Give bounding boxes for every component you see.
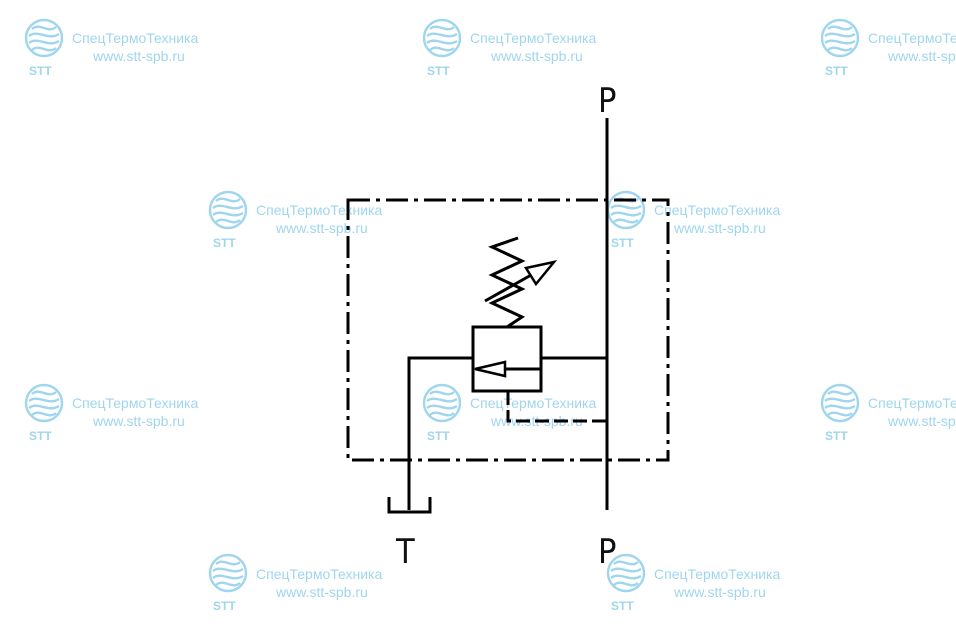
watermark-9: STT СпецТермоТехника www.stt-spb.ru [208, 553, 382, 613]
watermark-5: STT СпецТермоТехника www.stt-spb.ru [606, 190, 780, 250]
watermark-logo-text: STT [825, 429, 848, 443]
stt-logo-icon [820, 383, 860, 423]
stt-logo-icon [820, 18, 860, 58]
watermark-url: www.stt-spb.ru [887, 48, 956, 64]
watermark-url: www.stt-spb.ru [673, 220, 766, 236]
watermark-10: STT СпецТермоТехника www.stt-spb.ru [606, 553, 780, 613]
watermark-name: СпецТермоТехника [868, 30, 956, 46]
watermark-logo-text: STT [427, 64, 450, 78]
watermark-name: СпецТермоТехника [72, 30, 198, 46]
stt-logo-icon [24, 18, 64, 58]
watermark-url: www.stt-spb.ru [490, 48, 583, 64]
port-label-p-bottom: P [598, 532, 616, 572]
watermark-6: STT СпецТермоТехника www.stt-spb.ru [24, 383, 198, 443]
watermark-url: www.stt-spb.ru [673, 584, 766, 600]
watermark-url: www.stt-spb.ru [275, 584, 368, 600]
watermark-url: www.stt-spb.ru [887, 413, 956, 429]
watermark-name: СпецТермоТехника [654, 566, 780, 582]
watermark-logo-text: STT [825, 64, 848, 78]
port-label-p-top: P [598, 81, 616, 121]
stt-logo-icon [24, 383, 64, 423]
stt-logo-icon [606, 190, 646, 230]
watermark-name: СпецТермоТехника [470, 30, 596, 46]
watermark-3: STT СпецТермоТехника www.stt-spb.ru [820, 18, 956, 78]
watermark-logo-text: STT [611, 599, 634, 613]
pilot-line [506, 391, 607, 423]
watermark-name: СпецТермоТехника [868, 395, 956, 411]
watermark-name: СпецТермоТехника [654, 202, 780, 218]
stt-logo-icon [208, 553, 248, 593]
watermark-4: STT СпецТермоТехника www.stt-spb.ru [208, 190, 382, 250]
watermark-logo-text: STT [611, 236, 634, 250]
valve-enclosure-boundary [346, 198, 670, 462]
spring-icon [488, 236, 526, 329]
adjustment-arrow-icon [523, 260, 558, 287]
watermark-2: STT СпецТермоТехника www.stt-spb.ru [422, 18, 596, 78]
stt-logo-icon [422, 383, 462, 423]
tank-return-line [407, 356, 473, 510]
port-label-t: T [395, 532, 415, 572]
flow-arrow-icon [474, 360, 507, 378]
watermark-8: STT СпецТермоТехника www.stt-spb.ru [820, 383, 956, 443]
watermark-1: STT СпецТермоТехника www.stt-spb.ru [24, 18, 198, 78]
watermark-logo-text: STT [213, 236, 236, 250]
watermark-url: www.stt-spb.ru [92, 48, 185, 64]
watermark-name: СпецТермоТехника [72, 395, 198, 411]
tank-icon [387, 497, 432, 514]
watermark-name: СпецТермоТехника [256, 566, 382, 582]
valve-body [471, 325, 543, 393]
watermark-logo-text: STT [29, 64, 52, 78]
watermark-logo-text: STT [427, 429, 450, 443]
watermark-name: СпецТермоТехника [256, 202, 382, 218]
watermark-7: STT СпецТермоТехника www.stt-spb.ru [422, 383, 596, 443]
watermark-url: www.stt-spb.ru [275, 220, 368, 236]
watermark-logo-text: STT [213, 599, 236, 613]
watermark-logo-text: STT [29, 429, 52, 443]
watermark-url: www.stt-spb.ru [92, 413, 185, 429]
stt-logo-icon [208, 190, 248, 230]
stt-logo-icon [422, 18, 462, 58]
watermark-name: СпецТермоТехника [470, 395, 596, 411]
